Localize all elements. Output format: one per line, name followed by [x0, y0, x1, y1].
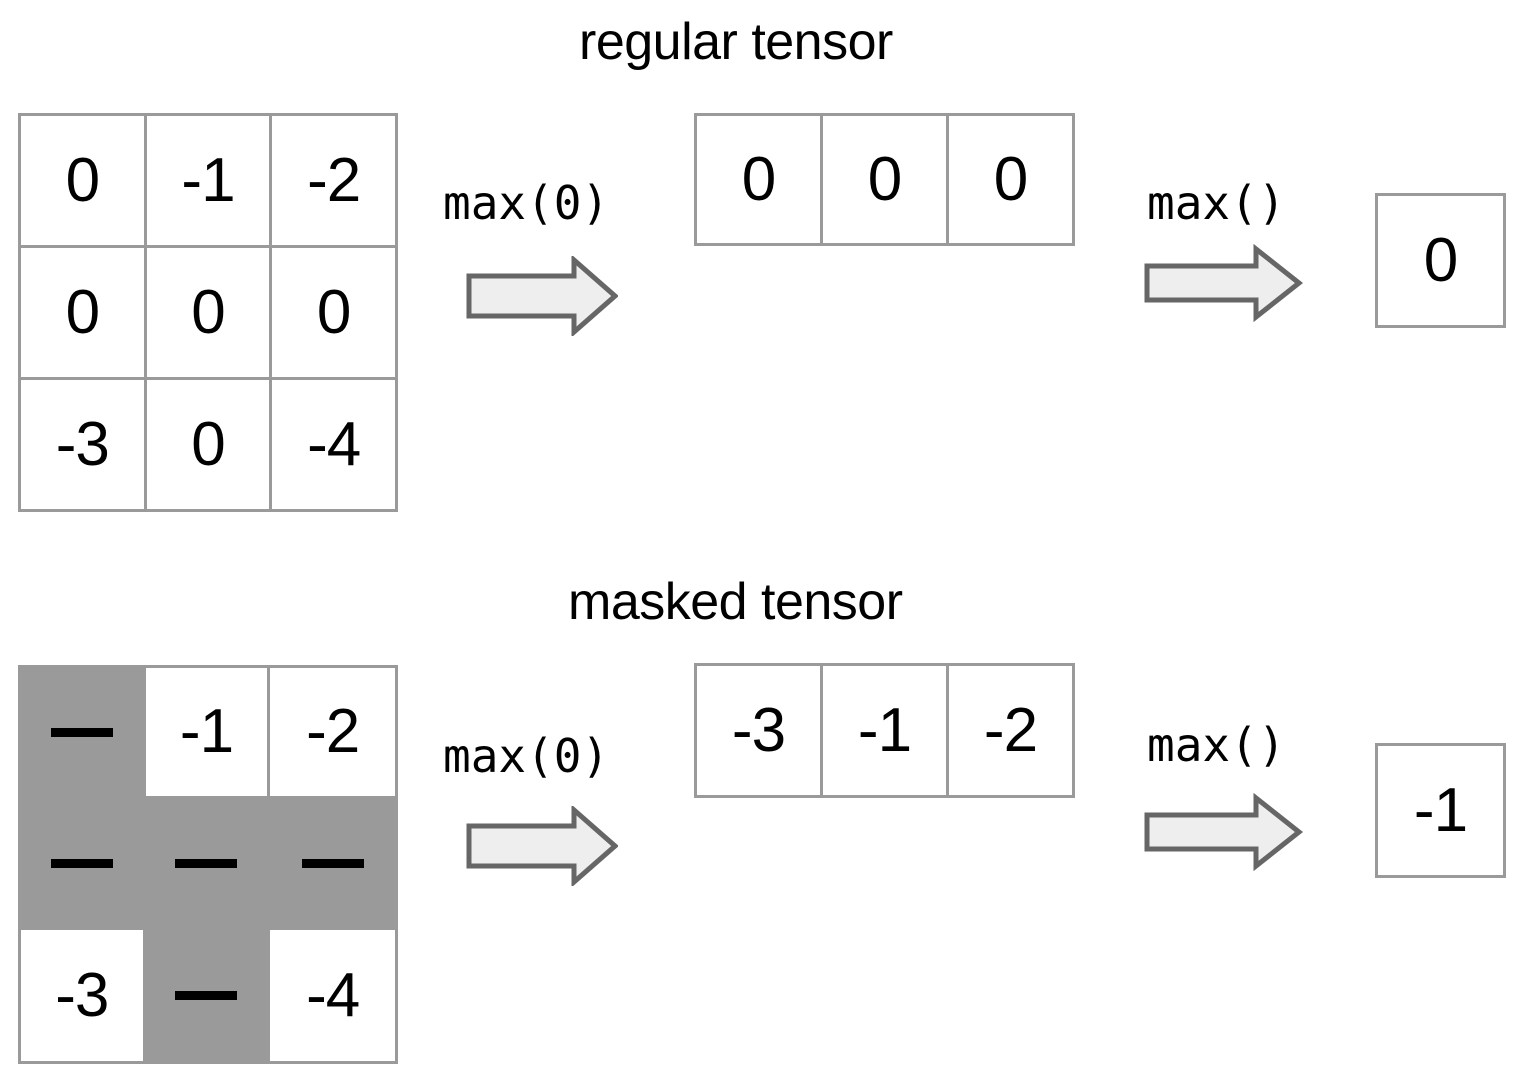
grid-cell-masked — [270, 799, 395, 930]
masked-tensor-title: masked tensor — [568, 573, 903, 631]
mask-dash-icon — [175, 858, 238, 868]
masked-op-max0-label: max(0) — [443, 729, 610, 783]
masked-input-grid: -1 -2 -3 -4 — [18, 665, 398, 1064]
grid-cell-masked — [145, 930, 271, 1061]
grid-cell-masked — [21, 799, 146, 930]
grid-cell: 0 — [146, 248, 270, 377]
arrow-right-icon — [466, 806, 618, 886]
row-cell: -1 — [823, 666, 946, 795]
grid-cell: 0 — [146, 380, 270, 509]
mask-dash-icon — [175, 991, 238, 1000]
regular-input-grid: 0 -1 -2 0 0 0 -3 0 -4 — [18, 113, 398, 512]
row-cell: 0 — [697, 116, 820, 243]
grid-cell: 0 — [272, 248, 395, 377]
mask-dash-icon — [301, 858, 364, 868]
grid-cell: 0 — [21, 248, 144, 377]
grid-cell: -2 — [272, 116, 395, 245]
masked-result-box: -1 — [1375, 743, 1506, 878]
grid-cell-masked — [145, 799, 271, 930]
arrow-right-icon — [1144, 244, 1304, 322]
arrow-right-icon — [1144, 793, 1304, 871]
row-cell: -3 — [697, 666, 820, 795]
regular-reduced-row: 0 0 0 — [694, 113, 1075, 246]
mask-dash-icon — [50, 858, 113, 868]
grid-cell: -1 — [146, 116, 270, 245]
regular-op-max-label: max() — [1147, 176, 1286, 230]
regular-result-box: 0 — [1375, 193, 1506, 328]
grid-cell: -1 — [145, 668, 271, 799]
grid-cell: -3 — [21, 380, 144, 509]
grid-cell-masked — [21, 668, 146, 799]
mask-dash-icon — [50, 727, 113, 737]
masked-reduced-row: -3 -1 -2 — [694, 663, 1075, 798]
grid-cell: -2 — [270, 668, 395, 799]
regular-tensor-title: regular tensor — [579, 13, 893, 71]
arrow-right-icon — [466, 256, 618, 336]
row-cell: 0 — [949, 116, 1072, 243]
grid-cell: -4 — [270, 930, 395, 1061]
masked-op-max-label: max() — [1147, 718, 1286, 772]
regular-op-max0-label: max(0) — [443, 176, 610, 230]
row-cell: 0 — [823, 116, 946, 243]
grid-cell: -3 — [21, 930, 146, 1061]
row-cell: -2 — [949, 666, 1072, 795]
grid-cell: -4 — [272, 380, 395, 509]
grid-cell: 0 — [21, 116, 144, 245]
